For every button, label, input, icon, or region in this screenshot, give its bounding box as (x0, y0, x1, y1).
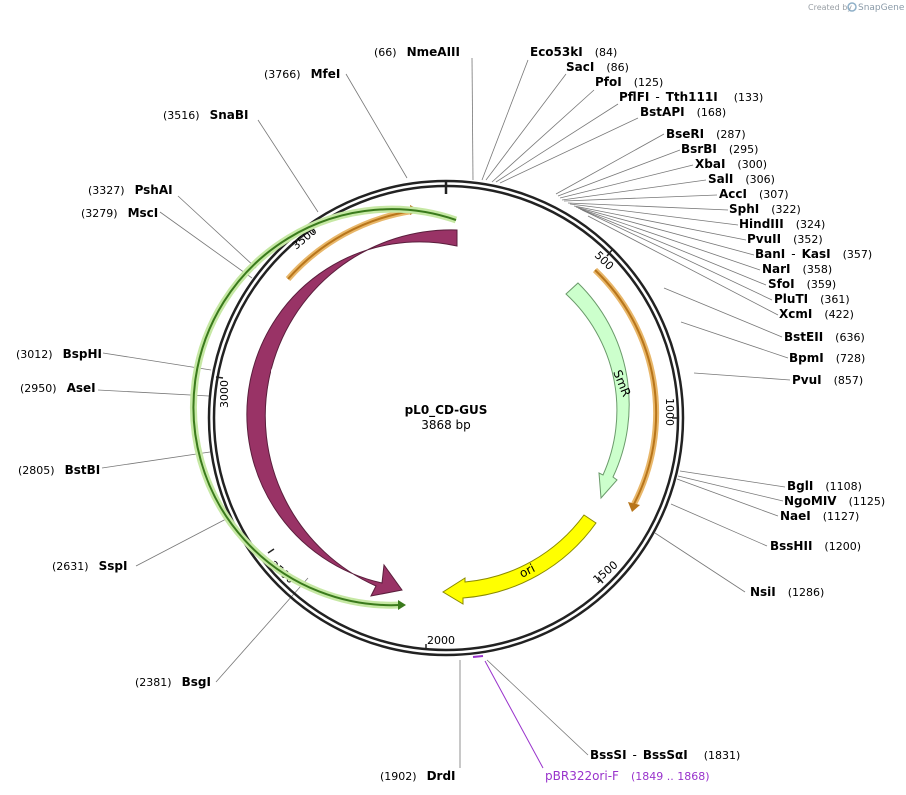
site-label-xbai: XbaI(300) (695, 157, 767, 171)
site-label-bani-kasi: BanI-KasI(357) (755, 247, 872, 261)
gus-feature-arrow (246, 229, 458, 597)
ori-feature-arrow (442, 514, 597, 605)
gus-feature-label: GUS (265, 367, 283, 395)
site-label-nmeaiii: (66)NmeAIII (374, 45, 460, 59)
orange-feature-right (594, 269, 658, 505)
site-label-sfoi: SfoI(359) (768, 277, 836, 291)
site-label-bsshii: BssHII(1200) (770, 539, 861, 553)
orange-feature-left (287, 210, 413, 280)
site-label-sali: SalI(306) (708, 172, 775, 186)
ori-feature-label: ori (517, 561, 537, 581)
primer-mark (472, 655, 484, 658)
site-label-bsphi: (3012)BspHI (16, 347, 102, 361)
site-label-saci: SacI(86) (566, 60, 629, 74)
tick-label-2000: 2000 (427, 634, 455, 647)
site-label-bsssi-bsssai: BssSI-BssSαI(1831) (590, 748, 740, 762)
site-label-bsgi: (2381)BsgI (135, 675, 211, 689)
site-label-pshai: (3327)PshAI (88, 183, 173, 197)
site-label-bstapi: BstAPI(168) (640, 105, 726, 119)
smr-feature-label: SmR (610, 368, 633, 399)
site-label-sphi: SphI(322) (729, 202, 801, 216)
site-label-bsrbi: BsrBI(295) (681, 142, 758, 156)
site-label-bgli: BglI(1108) (787, 479, 862, 493)
site-label-msci: (3279)MscI (81, 206, 158, 220)
site-label-hindiii: HindIII(324) (739, 217, 825, 231)
tick-label-1000: 1000 (663, 398, 676, 426)
site-label-drdi: (1902)DrdI (380, 769, 456, 783)
site-label-ngomiv: NgoMIV(1125) (784, 494, 885, 508)
primer-leader-line (484, 660, 544, 769)
site-leader-lines (97, 57, 791, 768)
site-label-nari: NarI(358) (762, 262, 832, 276)
primer-label: pBR322ori-F(1849 .. 1868) (545, 769, 710, 783)
site-label-sspi: (2631)SspI (52, 559, 127, 573)
tick-label-500: 500 (592, 249, 616, 273)
credit-brand: SnapGene (858, 3, 905, 13)
snapgene-logo-icon (847, 2, 857, 12)
plasmid-size: 3868 bp (421, 418, 471, 432)
plasmid-name: pL0_CD-GUS (405, 403, 488, 418)
green-feature (192, 208, 457, 607)
site-label-asei: (2950)AseI (20, 381, 96, 395)
site-label-acci: AccI(307) (719, 187, 789, 201)
site-label-nsii: NsiI(1286) (750, 585, 824, 599)
site-label-mfei: (3766)MfeI (264, 67, 340, 81)
site-label-bpmi: BpmI(728) (789, 351, 865, 365)
tick-label-3000: 3000 (218, 380, 231, 408)
green-feature-arrowhead (398, 600, 406, 610)
site-label-naei: NaeI(1127) (780, 509, 859, 523)
smr-feature-arrow (565, 282, 630, 500)
site-label-pluti: PluTI(361) (774, 292, 850, 306)
site-label-pfoi: PfoI(125) (595, 75, 663, 89)
site-label-bstbi: (2805)BstBI (18, 463, 100, 477)
site-label-snabi: (3516)SnaBI (163, 108, 248, 122)
site-label-bseri: BseRI(287) (666, 127, 746, 141)
site-label-bsteii: BstEII(636) (784, 330, 865, 344)
site-label-pvuii: PvuII(352) (747, 232, 823, 246)
site-label-xcmi: XcmI(422) (779, 307, 854, 321)
site-label-pvui: PvuI(857) (792, 373, 863, 387)
site-label-pflfi-tth111i: PflFI-Tth111I(133) (619, 90, 763, 104)
site-label-eco53ki: Eco53kI(84) (530, 45, 617, 59)
credit-prefix: Created by (808, 3, 852, 12)
orange-feature-right-arrowhead (628, 502, 640, 512)
